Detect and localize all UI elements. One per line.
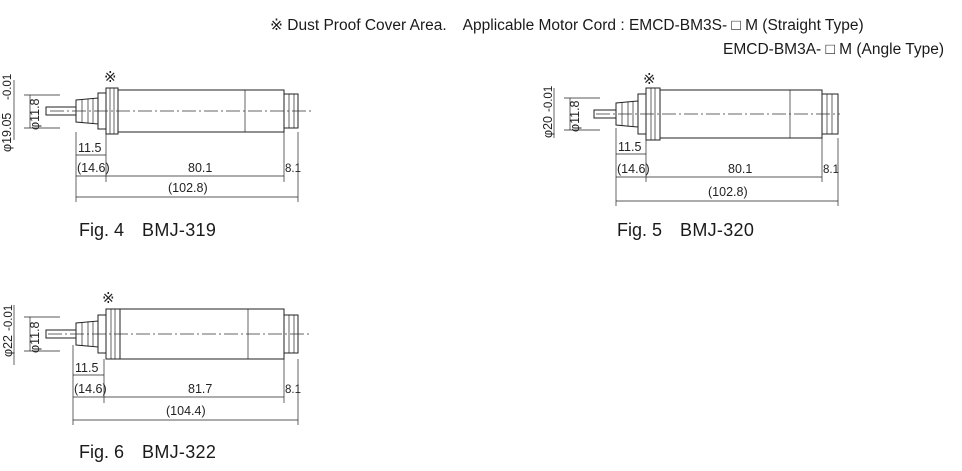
drawing-bmj-322: φ22 -0.01 φ11.8 ※ 11.5 (14.6) 81.7 8.1 xyxy=(1,290,312,425)
figure-bmj-320: φ20 -0.01 φ11.8 ※ 11.5 (14.6) 80.1 8.1 xyxy=(540,68,860,240)
notes-line-1: ※ Dust Proof Cover Area. Applicable Moto… xyxy=(270,14,960,38)
dim-end: 8.1 xyxy=(285,163,301,175)
motor-cord-note: Applicable Motor Cord : EMCD-BM3S- □ M (… xyxy=(462,17,864,34)
outer-tolerance-label: -0.01 xyxy=(543,86,555,112)
figure-caption: Fig. 4 BMJ-319 xyxy=(79,220,216,241)
dim-main: 80.1 xyxy=(188,161,212,175)
dim-14-6: (14.6) xyxy=(617,162,650,176)
outer-tolerance-label: -0.01 xyxy=(3,305,15,331)
figure-bmj-322: φ22 -0.01 φ11.8 ※ 11.5 (14.6) 81.7 8.1 xyxy=(0,285,320,462)
caption-fig-number: Fig. 4 xyxy=(79,220,125,240)
dust-proof-mark: ※ xyxy=(104,69,117,86)
outer-diameter-label: φ22 xyxy=(1,335,15,357)
dim-11-5: 11.5 xyxy=(78,141,101,155)
outer-diameter-label: φ20 xyxy=(541,116,555,138)
dim-14-6: (14.6) xyxy=(77,161,110,175)
dim-14-6: (14.6) xyxy=(74,382,107,396)
figure-caption: Fig. 5 BMJ-320 xyxy=(617,220,754,241)
dim-end: 8.1 xyxy=(823,164,839,176)
dim-total: (102.8) xyxy=(708,185,748,199)
inner-diameter-label: φ11.8 xyxy=(28,321,42,353)
outer-diameter-label: φ19.05 xyxy=(0,113,14,152)
motor-cord-angle-note: EMCD-BM3A- □ M (Angle Type) xyxy=(723,41,944,58)
dust-proof-mark: ※ xyxy=(102,290,115,307)
caption-fig-number: Fig. 6 xyxy=(79,442,125,462)
dim-11-5: 11.5 xyxy=(75,361,98,375)
caption-model: BMJ-319 xyxy=(142,220,217,240)
inner-diameter-label: φ11.8 xyxy=(28,98,42,130)
caption-fig-number: Fig. 5 xyxy=(617,220,663,240)
drawing-bmj-320: φ20 -0.01 φ11.8 ※ 11.5 (14.6) 80.1 8.1 xyxy=(541,71,840,206)
dim-11-5: 11.5 xyxy=(618,140,641,154)
figure-bmj-319: φ19.05 -0.01 φ11.8 ※ 11.5 xyxy=(0,60,320,240)
caption-model: BMJ-320 xyxy=(680,220,755,240)
dust-proof-mark: ※ xyxy=(643,71,656,88)
dim-end: 8.1 xyxy=(285,384,301,396)
figure-caption: Fig. 6 BMJ-322 xyxy=(79,442,216,463)
outer-tolerance-label: -0.01 xyxy=(2,74,14,100)
dim-main: 80.1 xyxy=(728,162,752,176)
drawing-bmj-319: φ19.05 -0.01 φ11.8 ※ 11.5 xyxy=(0,69,312,202)
dim-total: (104.4) xyxy=(166,404,206,418)
dim-total: (102.8) xyxy=(168,181,208,195)
notes-block: ※ Dust Proof Cover Area. Applicable Moto… xyxy=(270,14,960,62)
caption-model: BMJ-322 xyxy=(142,442,217,462)
inner-diameter-label: φ11.8 xyxy=(568,100,582,132)
dim-main: 81.7 xyxy=(188,382,212,396)
dust-cover-note: ※ Dust Proof Cover Area. xyxy=(270,17,447,34)
